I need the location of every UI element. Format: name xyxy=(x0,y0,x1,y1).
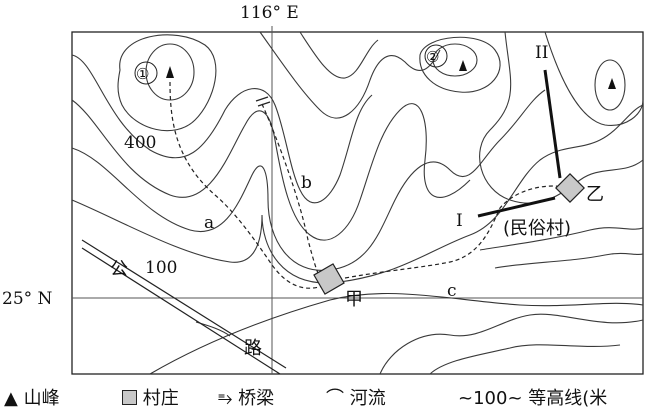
legend-bridge-label: 桥梁 xyxy=(238,388,275,409)
village-icon xyxy=(122,390,137,405)
legend-contour: ~100~ 等高线(米 xyxy=(458,384,607,410)
contour-100-label: 100 xyxy=(145,258,177,278)
contour-peak2-inner xyxy=(432,43,478,77)
peak-3-icon xyxy=(608,78,616,89)
route-II-line xyxy=(543,69,562,179)
legend-contour-label: 等高线(米 xyxy=(528,388,608,409)
contour-2 xyxy=(71,99,471,241)
route-a-label: a xyxy=(204,213,214,233)
legend-peak: ▲ 山峰 xyxy=(4,384,60,410)
contour-3 xyxy=(71,89,546,271)
bridge-icon: ⥱ xyxy=(218,388,233,409)
highway-edge-2 xyxy=(81,247,281,375)
peak-2-icon xyxy=(459,60,467,71)
legend-bridge: ⥱ 桥梁 xyxy=(218,384,274,410)
village-jia-icon xyxy=(313,263,345,295)
route-b-label: b xyxy=(301,173,312,193)
contour-8 xyxy=(479,31,644,204)
peak-2-label: ② xyxy=(426,48,439,66)
map-frame xyxy=(71,31,644,375)
route-b xyxy=(261,103,326,286)
bridge-symbol xyxy=(255,96,271,107)
village-yi-icon xyxy=(555,173,585,203)
peak-icon: ▲ xyxy=(4,388,18,409)
contour-400-label: 400 xyxy=(124,133,156,153)
longitude-label: 116° E xyxy=(240,3,299,23)
contour-11 xyxy=(479,227,644,251)
road-label-lu: 路 xyxy=(244,338,262,359)
road-label-gong: 公 xyxy=(110,259,128,280)
contour-7 xyxy=(544,31,644,126)
legend-river-label: 河流 xyxy=(349,388,386,409)
village-jia-label: 甲 xyxy=(345,289,363,310)
route-c-label: c xyxy=(447,281,457,301)
route-I-label: I xyxy=(456,211,463,231)
map-legend: ▲ 山峰 村庄 ⥱ 桥梁 ⌒ 河流 ~100~ 等高线(米 xyxy=(0,380,648,410)
village-yi-label: 乙 xyxy=(586,184,604,205)
peak-1-icon xyxy=(166,66,174,78)
river-icon: ⌒ xyxy=(326,388,344,409)
route-II-label: II xyxy=(535,43,548,63)
contour-12 xyxy=(494,252,644,269)
contour-peak3-inner xyxy=(594,59,626,111)
route-I-line xyxy=(477,196,556,218)
contour-peak2-outer xyxy=(419,36,501,93)
topographic-map: 116° E 25° N ① ② 400 100 a b c I II 甲 乙 … xyxy=(2,3,644,375)
contour-5 xyxy=(259,31,441,119)
highway-edge-1 xyxy=(81,239,287,369)
contour-4 xyxy=(71,104,644,284)
peak-2-circle xyxy=(424,44,448,68)
peak-1-circle xyxy=(134,61,158,85)
legend-peak-label: 山峰 xyxy=(23,388,60,409)
peak-1-label: ① xyxy=(136,65,149,83)
contour-peak1-outer xyxy=(117,34,217,132)
contour-6 xyxy=(299,31,379,79)
legend-village: 村庄 xyxy=(122,384,179,410)
latitude-label: 25° N xyxy=(2,289,53,309)
legend-river: ⌒ 河流 xyxy=(326,384,386,410)
contour-9 xyxy=(379,313,644,375)
legend-village-label: 村庄 xyxy=(142,388,179,409)
contour-1 xyxy=(71,54,373,204)
route-a xyxy=(169,81,326,289)
contour-lines xyxy=(71,31,644,375)
river xyxy=(149,293,644,375)
contour-10 xyxy=(429,344,621,375)
contour-sample-label: ~100~ xyxy=(458,388,523,409)
folk-village-label: (民俗村) xyxy=(503,218,571,239)
